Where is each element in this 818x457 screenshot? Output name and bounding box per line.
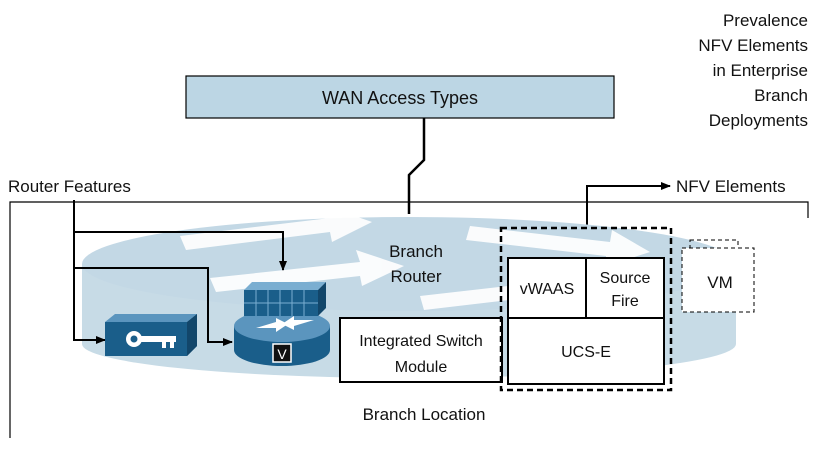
vm-label: VM xyxy=(707,273,733,292)
diagram-title: Prevalence NFV Elements in Enterprise Br… xyxy=(698,11,808,130)
wan-access-box xyxy=(185,75,615,119)
switch-module-label-2: Module xyxy=(395,359,448,376)
wan-access-label: WAN Access Types xyxy=(322,88,478,108)
branch-router-label-2: Router xyxy=(390,267,441,286)
switch-module-label-1: Integrated Switch xyxy=(359,333,483,350)
nfv-elements-label: NFV Elements xyxy=(676,177,786,196)
branch-router-label-1: Branch xyxy=(389,242,443,261)
integrated-switch-module xyxy=(339,317,503,383)
router-features-label: Router Features xyxy=(8,177,131,196)
vwaas-label: vWAAS xyxy=(520,281,575,298)
wan-link-icon xyxy=(407,118,426,214)
sourcefire-label-1: Source xyxy=(600,270,651,287)
title-line-1: Prevalence xyxy=(723,11,808,30)
router-badge-label: V xyxy=(277,346,287,362)
key-icon xyxy=(105,314,197,356)
ucse-module xyxy=(507,317,665,385)
vwaas-module xyxy=(507,257,587,319)
branch-location-border xyxy=(9,201,809,438)
router-icon: V xyxy=(234,310,330,366)
firewall-icon xyxy=(244,282,326,316)
title-line-2: NFV Elements xyxy=(698,36,808,55)
vm-module: VM xyxy=(681,239,755,313)
router-feature-connectors xyxy=(73,200,287,346)
ucse-label: UCS-E xyxy=(561,344,611,361)
title-line-4: Branch xyxy=(754,86,808,105)
branch-location-label: Branch Location xyxy=(363,405,486,424)
nfv-elements-arrow xyxy=(586,182,671,230)
title-line-5: Deployments xyxy=(709,111,808,130)
nfv-elements-container xyxy=(499,226,673,392)
sourcefire-label-2: Fire xyxy=(611,293,639,310)
title-line-3: in Enterprise xyxy=(713,61,808,80)
